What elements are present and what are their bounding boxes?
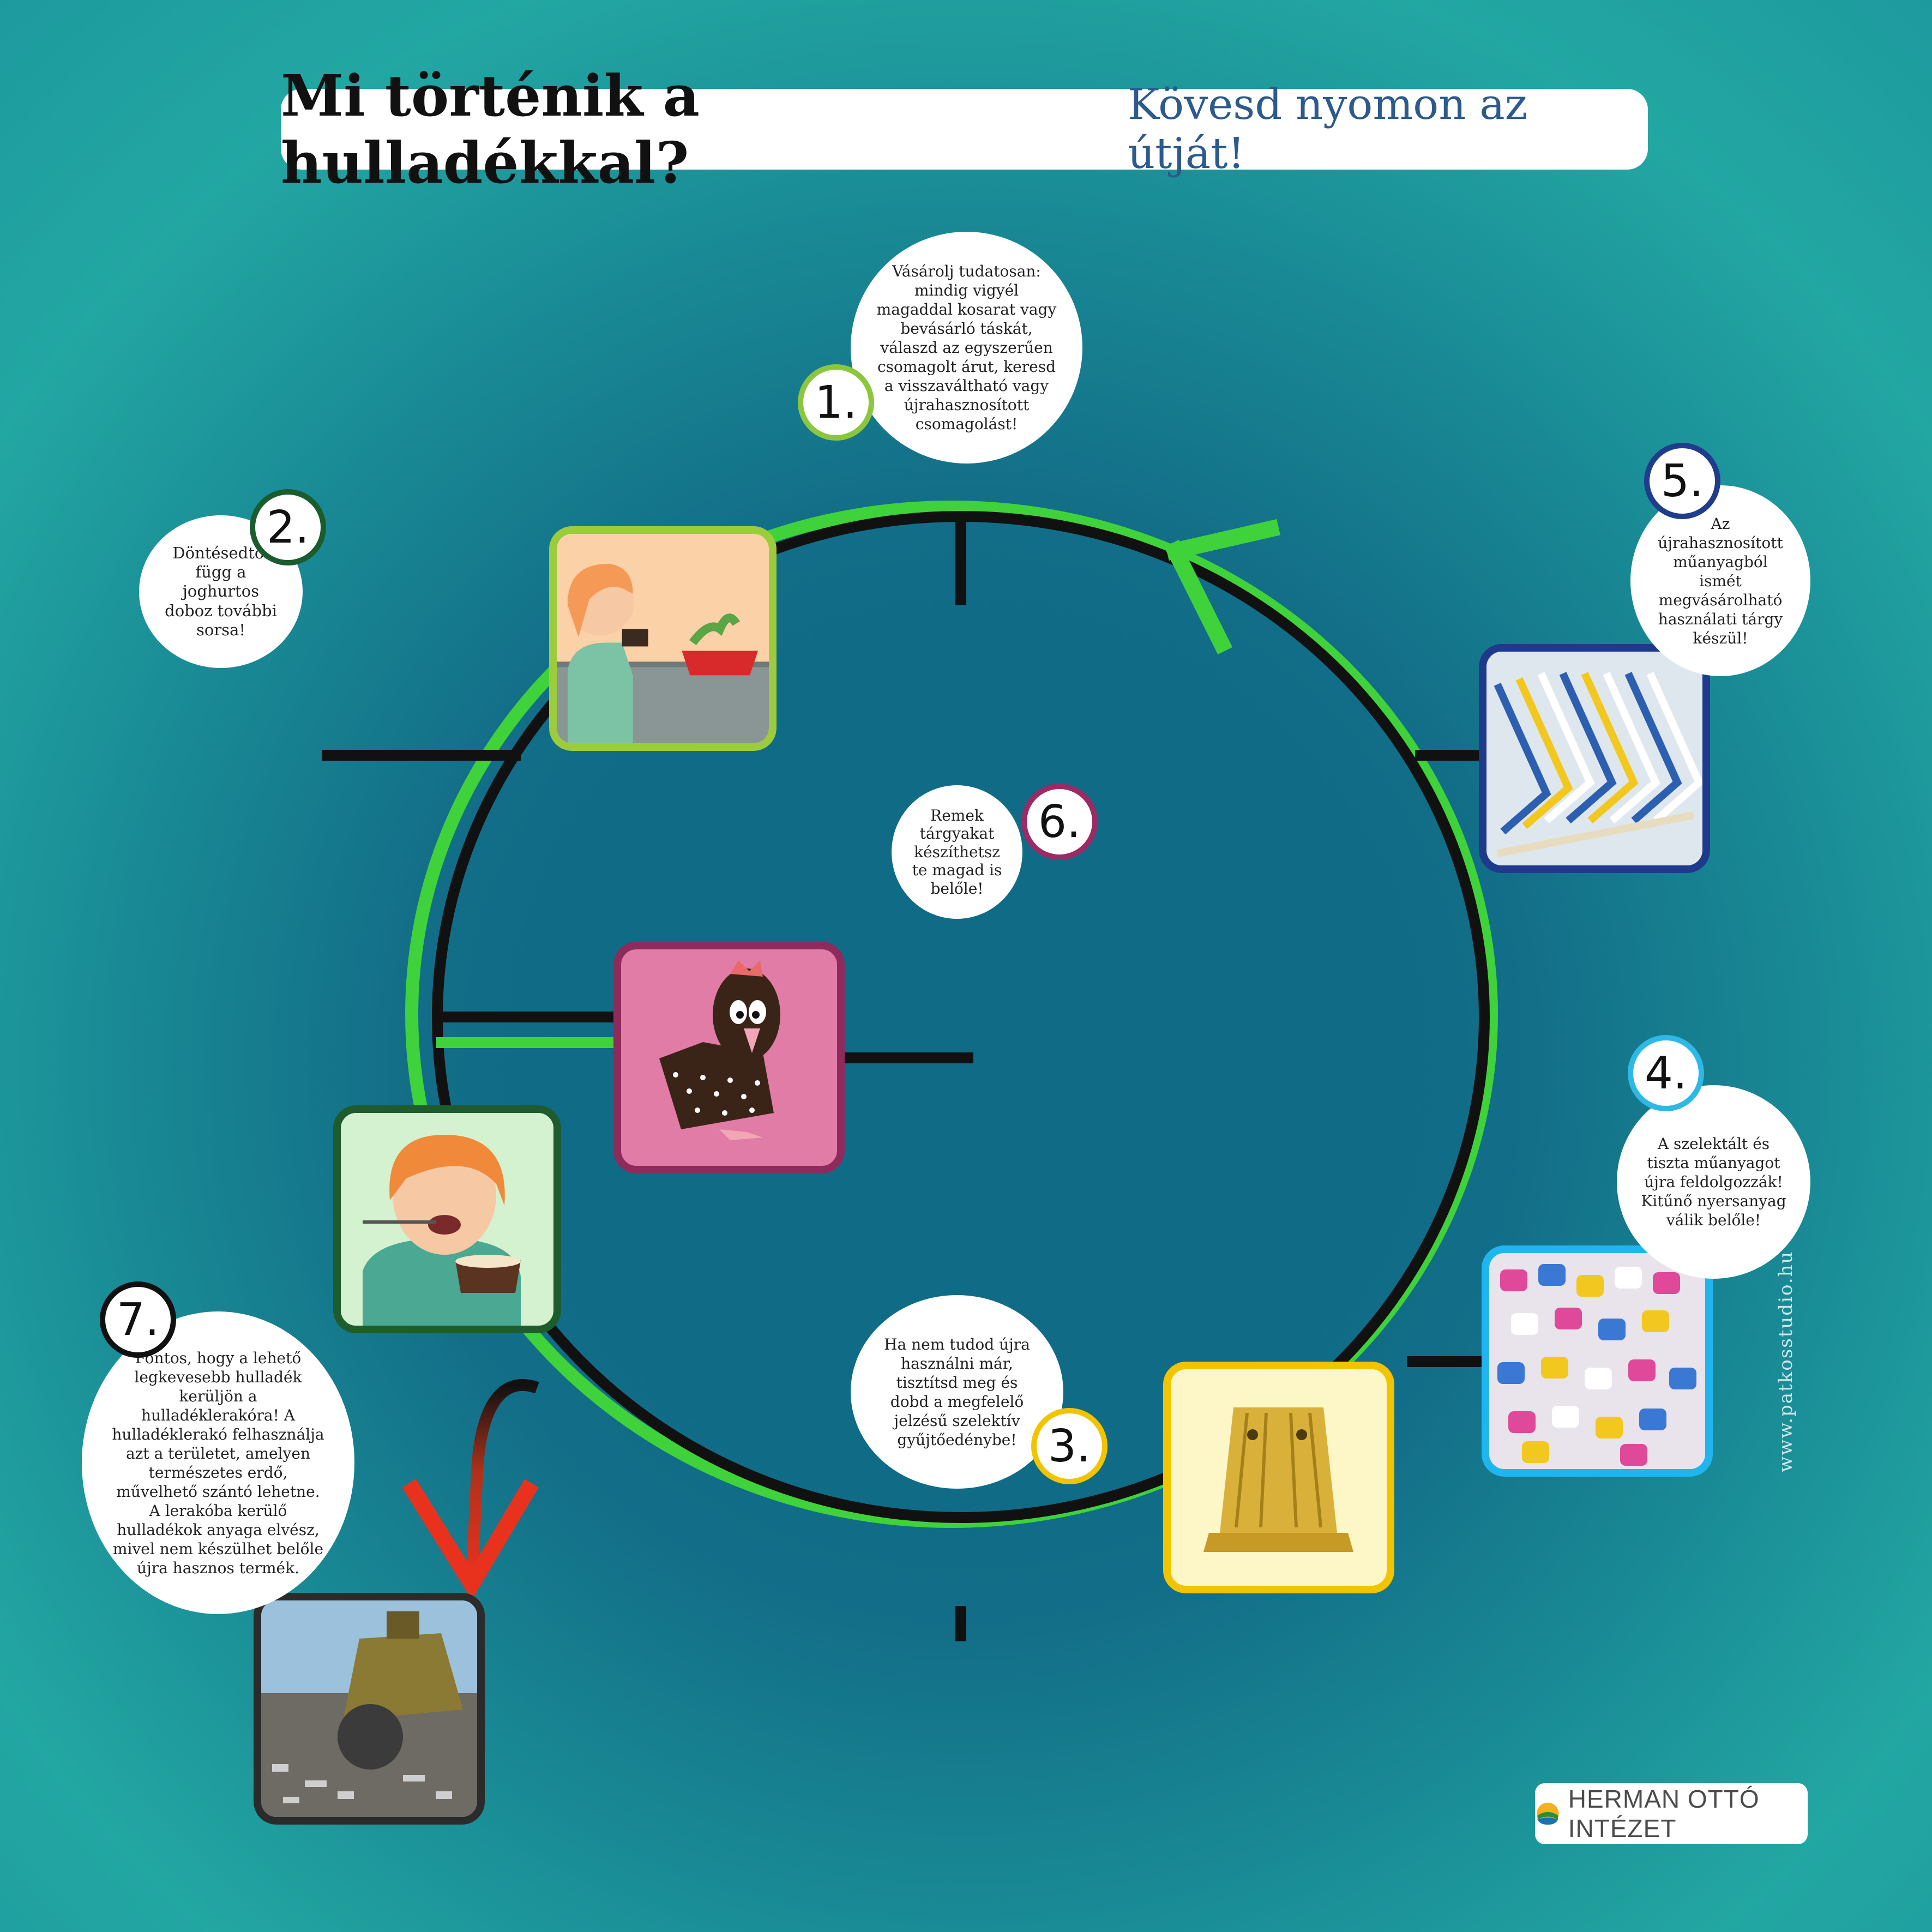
step-2-number: 2.: [250, 489, 326, 565]
step-7-text: Fontos, hogy a lehető legkevesebb hullad…: [112, 1349, 324, 1577]
step-6-text: Remek tárgyakat készíthetsz te magad is …: [912, 806, 1002, 898]
plastic-container-icon: [1203, 1407, 1353, 1552]
step-6-number: 6.: [1021, 784, 1098, 860]
step-5-text: Az újrahasznosított műanyagból ismét meg…: [1658, 514, 1783, 647]
title-banner: Mi történik a hulladékkal? Kövesd nyomon…: [281, 62, 1648, 196]
step-3-bubble: Ha nem tudod újra használni már, tisztít…: [851, 1295, 1063, 1489]
landfill-icon: [261, 1600, 477, 1817]
shopping-girl-icon: [557, 563, 769, 743]
hangers-icon: [1486, 652, 1702, 865]
step-7-bubble: Fontos, hogy a lehető legkevesebb hullad…: [82, 1311, 354, 1614]
branch-to-landfill: [466, 1379, 539, 1582]
step-7-number: 7.: [100, 1281, 176, 1358]
studio-credit: www.patkosstudio.hu: [1775, 1250, 1797, 1472]
tile-chicken-craft: [613, 942, 845, 1173]
chicken-icon: [659, 960, 780, 1140]
girl-eating-icon: [363, 1135, 521, 1326]
step-4-text: A szelektált és tiszta műanyagot újra fe…: [1641, 1135, 1786, 1229]
tile-eating-yogurt: [333, 1105, 561, 1333]
step-3-number: 3.: [1031, 1408, 1108, 1484]
tile-bin-insert: [1163, 1362, 1394, 1593]
step-4-bubble: A szelektált és tiszta műanyagot újra fe…: [1617, 1085, 1810, 1279]
step-1-number: 1.: [798, 364, 874, 441]
step-6-bubble: Remek tárgyakat készíthetsz te magad is …: [892, 785, 1022, 919]
logo-emblem-icon: [1537, 1802, 1559, 1825]
tile-hangers: [1479, 644, 1710, 873]
page-subtitle: Kövesd nyomon az útját!: [1127, 80, 1527, 178]
page-title: Mi történik a hulladékkal?: [281, 62, 700, 196]
step-1-bubble: Vásárolj tudatosan: mindig vigyél magadd…: [851, 232, 1082, 464]
institute-logo: HERMAN OTTÓ INTÉZET: [1535, 1783, 1808, 1844]
granules-icon: [1489, 1253, 1705, 1469]
step-3-text: Ha nem tudod újra használni már, tisztít…: [884, 1335, 1030, 1449]
step-5-bubble: Az újrahasznosított műanyagból ismét meg…: [1630, 485, 1810, 676]
landfill-arrowhead: [402, 1479, 539, 1600]
step-2-text: Döntésedtől függ a joghurtos doboz továb…: [165, 543, 277, 640]
tile-plastic-granules: [1482, 1245, 1713, 1477]
logo-text: HERMAN OTTÓ INTÉZET: [1568, 1785, 1760, 1843]
step-1-text: Vásárolj tudatosan: mindig vigyél magadd…: [876, 262, 1057, 433]
step-4-number: 4.: [1628, 1035, 1704, 1111]
tile-shopping: [549, 526, 777, 751]
tile-landfill: [254, 1593, 485, 1825]
cycle-arrow: [1164, 519, 1280, 655]
step-5-number: 5.: [1644, 443, 1720, 519]
